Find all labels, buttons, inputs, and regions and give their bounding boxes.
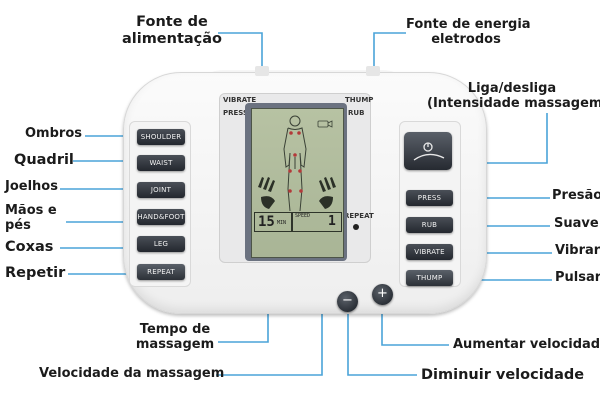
label-velocidade: Velocidade da massagem <box>39 366 225 381</box>
label-diminuir: Diminuir velocidade <box>421 367 585 383</box>
label-liga-desliga-line2: (Intensidade massagem) <box>427 95 600 111</box>
power-jack <box>255 66 269 76</box>
leader-fonte-energia <box>373 32 406 75</box>
panel-right-text-2: RUB <box>348 109 365 117</box>
label-fonte-energia-line2: eletrodos <box>431 31 501 47</box>
label-joelhos: Joelhos <box>5 179 58 194</box>
label-fonte-alimentacao: Fonte de alimentação <box>117 14 227 47</box>
label-quadril: Quadril <box>14 152 74 168</box>
label-ombros: Ombros <box>25 126 82 141</box>
repeat-button[interactable]: REPEAT <box>137 264 185 280</box>
label-pulsar: Pulsar <box>555 270 600 285</box>
label-fonte-alimentacao-line2: alimentação <box>121 30 223 47</box>
label-presao: Presão <box>552 188 600 203</box>
waist-button[interactable]: WAIST <box>137 155 185 171</box>
label-liga-desliga-line1: Liga/desliga <box>467 81 557 96</box>
shoulder-button[interactable]: SHOULDER <box>137 129 185 145</box>
hand-foot-button[interactable]: HAND&FOOT <box>137 209 185 225</box>
electrode-jack <box>366 66 380 76</box>
label-suave: Suave <box>554 216 599 231</box>
press-button[interactable]: PRESS <box>406 190 453 206</box>
leg-button[interactable]: LEG <box>137 236 185 252</box>
repeat-indicator-dot <box>353 224 359 230</box>
speed-value: 1 <box>328 214 336 229</box>
panel-left-text-2: PRESS <box>223 109 249 117</box>
label-maos-pes: Mãos e pés <box>5 203 57 234</box>
lcd-screen: 15 MIN SPEED 1 <box>251 108 344 258</box>
leader-fonte-alimentacao <box>218 32 263 76</box>
label-repetir: Repetir <box>5 265 66 281</box>
leader-aumentar <box>381 308 449 346</box>
label-maos-pes-line1: Mãos e <box>5 203 57 218</box>
power-dial-icon <box>413 142 445 161</box>
panel-left-text-1: VIBRATE <box>223 96 257 104</box>
speed-segment <box>292 212 342 232</box>
label-fonte-energia-line1: Fonte de energia <box>406 17 531 32</box>
timer-value: 15 <box>258 214 275 230</box>
label-tempo-line2: massagem <box>135 336 215 352</box>
left-button-panel <box>129 121 191 287</box>
joint-button[interactable]: JOINT <box>137 182 185 198</box>
speed-down-button[interactable]: − <box>337 291 358 312</box>
vibrate-button[interactable]: VIBRATE <box>406 244 453 260</box>
label-coxas: Coxas <box>5 239 54 255</box>
label-fonte-alimentacao-line1: Fonte de <box>136 14 208 30</box>
label-tempo-line1: Tempo de <box>139 322 211 337</box>
label-vibrar: Vibrar <box>555 243 600 258</box>
label-tempo: Tempo de massagem <box>130 322 220 353</box>
thump-button[interactable]: THUMP <box>406 270 453 286</box>
label-aumentar: Aumentar velocidade <box>453 337 600 352</box>
leader-diminuir <box>347 310 417 376</box>
timer-unit: MIN <box>277 220 287 226</box>
timer-segment <box>254 212 292 232</box>
body-figure-icon <box>258 115 336 212</box>
power-intensity-button[interactable] <box>404 132 452 170</box>
label-liga-desliga: Liga/desliga (Intensidade massagem) <box>427 81 600 112</box>
label-maos-pes-line2: pés <box>5 217 31 233</box>
label-fonte-energia: Fonte de energia eletrodos <box>406 17 531 48</box>
speed-up-button[interactable]: + <box>372 284 393 305</box>
speed-label: SPEED <box>295 213 311 219</box>
rub-button[interactable]: RUB <box>406 217 453 233</box>
panel-right-text-1: THUMP <box>345 96 374 104</box>
panel-repeat-text: REPEAT <box>344 212 374 220</box>
